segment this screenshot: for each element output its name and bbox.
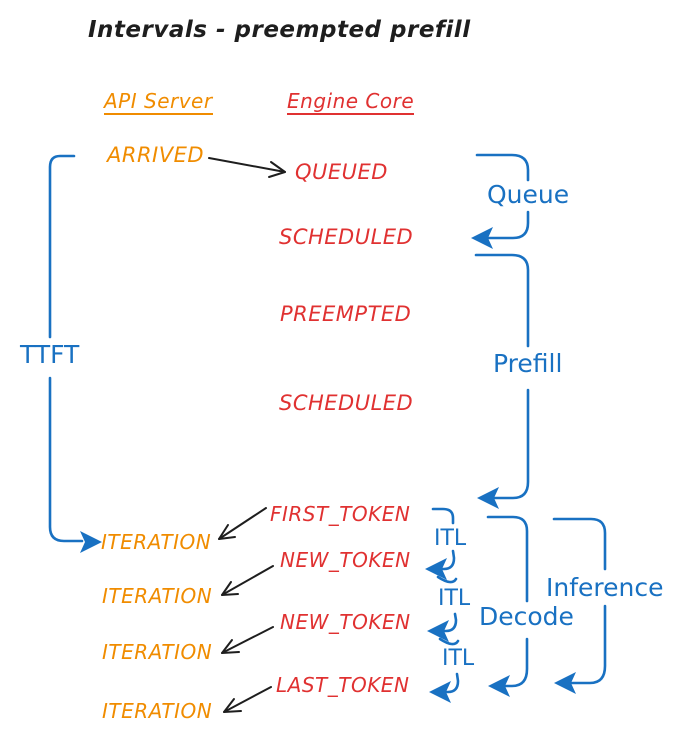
arrow-last-token-to-iteration-icon — [223, 686, 272, 713]
event-preempted: PREEMPTED — [280, 302, 412, 326]
arrow-arrived-to-queued-icon — [208, 157, 286, 178]
prefill-bracket-icon — [474, 253, 530, 509]
interval-label-ttft: TTFT — [20, 340, 80, 369]
interval-label-inference: Inference — [546, 573, 664, 602]
column-header-engine-core: Engine Core — [287, 89, 415, 115]
event-new-token-1: NEW_TOKEN — [280, 548, 411, 572]
ttft-bracket-icon — [48, 154, 102, 553]
arrow-new-token2-to-iteration-icon — [221, 626, 274, 654]
queue-bracket-icon — [471, 153, 530, 249]
page-title: Intervals - preempted prefill — [88, 17, 471, 43]
inference-bracket-icon — [552, 517, 607, 694]
event-iteration-2: ITERATION — [102, 584, 213, 608]
itl-chain-icon — [425, 507, 460, 703]
event-scheduled-2: SCHEDULED — [279, 391, 414, 415]
event-first-token: FIRST_TOKEN — [270, 502, 411, 526]
interval-label-decode: Decode — [479, 602, 574, 631]
event-queued: QUEUED — [295, 160, 388, 184]
event-new-token-2: NEW_TOKEN — [280, 610, 411, 634]
decode-bracket-icon — [486, 515, 529, 697]
interval-label-itl-2: ITL — [438, 586, 471, 611]
interval-label-itl-3: ITL — [442, 646, 475, 671]
interval-label-queue: Queue — [487, 180, 570, 209]
column-header-api-server: API Server — [104, 89, 213, 115]
event-iteration-1: ITERATION — [101, 530, 212, 554]
event-scheduled-1: SCHEDULED — [279, 225, 414, 249]
event-iteration-3: ITERATION — [102, 640, 213, 664]
event-iteration-4: ITERATION — [102, 699, 213, 723]
interval-label-itl-1: ITL — [434, 526, 467, 551]
arrow-first-token-to-iteration-icon — [218, 507, 267, 540]
arrow-new-token1-to-iteration-icon — [221, 565, 274, 596]
event-arrived: ARRIVED — [107, 143, 205, 167]
interval-label-prefill: Prefill — [493, 349, 563, 378]
event-last-token: LAST_TOKEN — [276, 673, 410, 697]
